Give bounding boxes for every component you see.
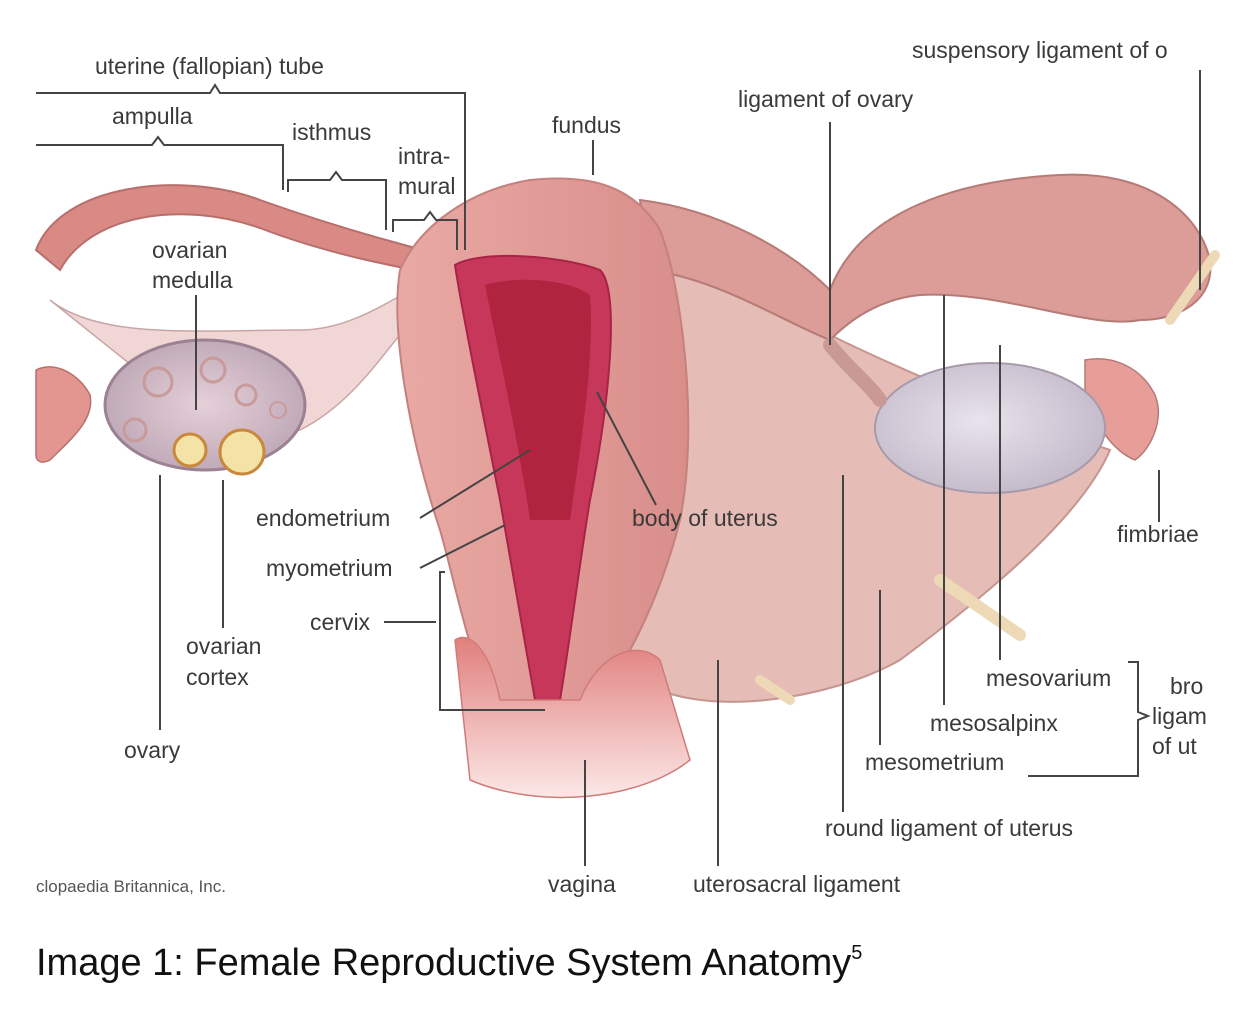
follicle-1 [172, 432, 208, 468]
label-ovarian-medulla-line1: ovarian [152, 237, 227, 263]
illustration [34, 173, 1220, 799]
suspensory-rod [1165, 250, 1220, 325]
label-ovary: ovary [124, 737, 181, 763]
label-intramural-line1: intra- [398, 143, 450, 169]
label-fundus: fundus [552, 112, 621, 138]
label-ovarian-cortex-line2: cortex [186, 664, 249, 690]
label-endometrium: endometrium [256, 505, 390, 531]
follicle-7 [269, 401, 287, 419]
label-uterine-tube: uterine (fallopian) tube [95, 53, 324, 79]
cervix-bracket [384, 571, 545, 711]
label-ligament-of-ovary: ligament of ovary [738, 86, 914, 112]
label-mesovarium: mesovarium [986, 665, 1111, 691]
myometrium-leader [419, 524, 506, 569]
label-body-of-uterus: body of uterus [632, 505, 778, 531]
label-ovarian-medulla-line2: medulla [152, 267, 233, 293]
intramural-bracket [392, 210, 458, 250]
body-of-uterus-leader [596, 391, 657, 506]
label-myometrium: myometrium [266, 555, 393, 581]
isthmus-bracket [287, 170, 387, 230]
label-credit: clopaedia Britannica, Inc. [36, 877, 226, 896]
broad-ligament-bracket [1028, 661, 1151, 777]
label-uterosacral-ligament: uterosacral ligament [693, 871, 901, 897]
caption-text: Image 1: Female Reproductive System Anat… [36, 942, 852, 984]
anatomy-diagram: uterine (fallopian) tube ampulla isthmus… [34, 37, 1220, 897]
label-intramural-line2: mural [398, 173, 456, 199]
label-mesometrium: mesometrium [865, 749, 1004, 775]
caption-footnote-ref: 5 [851, 942, 863, 964]
uterine-tube-bracket [36, 83, 466, 250]
follicle-6 [122, 417, 148, 443]
label-round-ligament: round ligament of uterus [825, 815, 1073, 841]
label-isthmus: isthmus [292, 119, 371, 145]
label-mesosalpinx: mesosalpinx [930, 710, 1058, 736]
right-ovary [874, 362, 1106, 494]
ovarian-ligament [823, 338, 887, 407]
label-fimbriae: fimbriae [1117, 521, 1199, 547]
follicle-4 [199, 356, 227, 384]
round-ligament-rod [934, 574, 1026, 641]
label-vagina: vagina [548, 871, 616, 897]
label-ovarian-cortex-line1: ovarian [186, 633, 261, 659]
endometrium-leader [419, 449, 531, 519]
endometrium-layer [485, 279, 591, 520]
uterosacral-rod [755, 675, 795, 705]
labels: uterine (fallopian) tube ampulla isthmus… [36, 37, 1207, 897]
label-suspensory-ligament: suspensory ligament of o [912, 37, 1168, 63]
follicle-3 [142, 366, 174, 398]
label-cervix: cervix [310, 609, 371, 635]
label-broad-ligament-line3: of ut [1152, 733, 1197, 759]
follicle-2 [218, 428, 266, 476]
follicle-5 [234, 383, 258, 407]
label-ampulla: ampulla [112, 103, 193, 129]
figure-caption: Image 1: Female Reproductive System Anat… [36, 942, 862, 985]
label-broad-ligament-line2: ligam [1152, 703, 1207, 729]
left-fimbriae [35, 366, 92, 463]
leader-lines [36, 70, 1201, 866]
label-broad-ligament-line1: bro [1170, 673, 1203, 699]
vagina [454, 636, 691, 799]
ampulla-bracket [36, 135, 284, 190]
